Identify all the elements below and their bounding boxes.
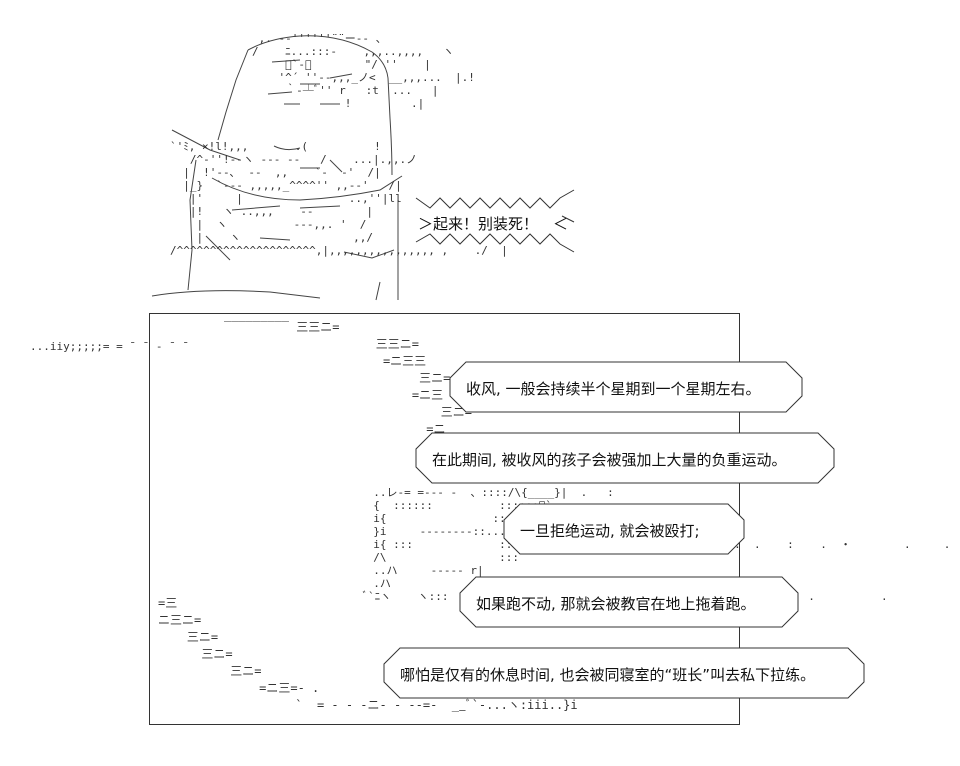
narration-3: 一旦拒绝运动, 就会被殴打; <box>520 522 700 540</box>
art-hair-top: ,. -‐''''''¨¨ー-- 、 / ﾆ...:::- ,,,..,,,, … <box>252 32 475 110</box>
left-trail-text: ...iiy;;;;;= = ˉ ˉ - ˉ ˉ <box>30 340 189 353</box>
narration-5: 哪怕是仅有的休息时间, 也会被同寝室的“班长”叫去私下拉练。 <box>400 666 816 684</box>
narration-4: 如果跑不动, 那就会被教官在地上拖着跑。 <box>476 595 756 613</box>
art-body: `'ﾐ, ×!l!,,, .( ! /^-''!-‐ヽ -‐- ‐- / ...… <box>170 140 508 257</box>
speed-lines-bottom: =三 ニ三ニ= 三ニ= 三ニ= 三ニ= =ニ三=- . ` = - - -ニ- … <box>158 596 578 712</box>
shout-text: ＞起来！别装死！ ＜ <box>418 215 569 233</box>
narration-1: 收风, 一般会持续半个星期到一个星期左右。 <box>466 380 761 398</box>
narration-2: 在此期间, 被收风的孩子会被强加上大量的负重运动。 <box>432 451 787 469</box>
